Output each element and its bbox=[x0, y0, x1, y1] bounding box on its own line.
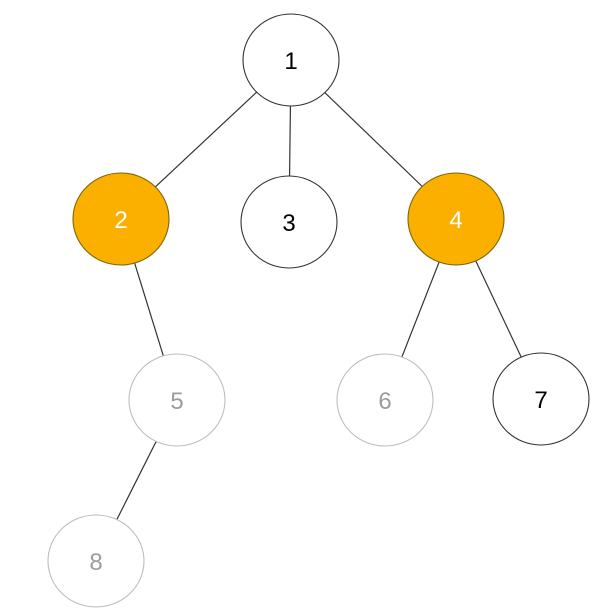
tree-node-label: 8 bbox=[89, 549, 102, 576]
tree-node-circle[interactable] bbox=[128, 353, 226, 447]
tree-node-7[interactable]: 7 bbox=[492, 352, 590, 446]
tree-node-circle[interactable] bbox=[336, 353, 434, 447]
tree-node-3[interactable]: 3 bbox=[240, 175, 338, 269]
tree-node-circle[interactable] bbox=[242, 13, 340, 107]
tree-node-2[interactable]: 2 bbox=[72, 172, 170, 266]
tree-node-label: 3 bbox=[282, 210, 295, 237]
tree-node-label: 7 bbox=[534, 387, 547, 414]
tree-node-circle[interactable] bbox=[240, 175, 338, 269]
tree-node-5[interactable]: 5 bbox=[128, 353, 226, 447]
tree-node-circle[interactable] bbox=[492, 352, 590, 446]
tree-node-1[interactable]: 1 bbox=[242, 13, 340, 107]
tree-node-circle[interactable] bbox=[72, 172, 170, 266]
tree-node-label: 2 bbox=[114, 207, 127, 234]
tree-node-circle[interactable] bbox=[47, 514, 145, 608]
tree-node-8[interactable]: 8 bbox=[47, 514, 145, 608]
tree-node-label: 4 bbox=[449, 207, 462, 234]
tree-node-label: 1 bbox=[284, 48, 297, 75]
tree-node-circle[interactable] bbox=[407, 172, 505, 266]
tree-node-label: 5 bbox=[170, 388, 183, 415]
tree-node-4[interactable]: 4 bbox=[407, 172, 505, 266]
tree-node-6[interactable]: 6 bbox=[336, 353, 434, 447]
tree-node-label: 6 bbox=[378, 388, 391, 415]
